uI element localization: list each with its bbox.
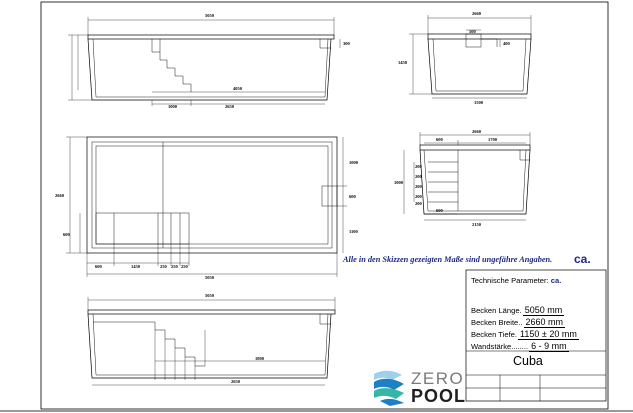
dim-section-step-4: 200: [415, 194, 423, 199]
dim-plan-left-mid: 600: [63, 232, 71, 237]
dim-section-step-2: 200: [415, 174, 423, 179]
top-elevation-view: [68, 17, 341, 106]
dim-front-height: 1450: [398, 60, 408, 65]
dim-section-step-depth: 600: [436, 208, 444, 213]
dim-section-step-5: 200: [415, 201, 423, 206]
dim-top-steps-base: 2650: [225, 104, 235, 109]
param-dots: .: [519, 306, 522, 315]
param-value: 6 - 9 mm: [529, 341, 569, 352]
zero-pool-logo-icon: [374, 370, 404, 406]
dim-side-length: 5050: [205, 293, 215, 298]
dim-plan-total: 5050: [205, 275, 215, 280]
param-dots: ........: [511, 342, 529, 351]
zero-pool-logo: ZERO POOL: [371, 369, 471, 408]
param-row-length: Becken Länge.5050 mm: [471, 305, 565, 316]
dim-plan-seg-4: 250: [171, 264, 179, 269]
param-label: Becken Tiefe: [471, 330, 515, 339]
technical-parameters: Technische Parameter: ca. Becken Länge.5…: [467, 272, 606, 372]
dim-side-bottom-total: 2650: [231, 379, 241, 384]
param-label: Becken Breite: [471, 318, 519, 327]
dim-front-bottom: 1500: [474, 100, 484, 105]
front-view: [409, 15, 532, 99]
param-label: Becken Länge: [471, 306, 520, 315]
brand-mark: ca.: [574, 252, 591, 266]
param-dots: ..: [518, 318, 523, 327]
param-value: 1150 ± 20 mm: [518, 329, 579, 340]
dim-plan-right-top: 1000: [349, 160, 359, 165]
dim-section-width: 2660: [472, 129, 482, 134]
side-view: [87, 297, 336, 386]
param-row-wall: Wandstärke........6 - 9 mm: [471, 341, 569, 352]
dim-section-bottom: 2150: [472, 222, 482, 227]
param-dots: .: [514, 330, 518, 339]
param-label: Wandstärke: [471, 342, 512, 351]
dim-section-step-1: 200: [415, 164, 423, 169]
plan-view: [66, 136, 347, 277]
param-value: 2660 mm: [523, 317, 566, 328]
params-title: Technische Parameter: ca.: [471, 276, 561, 285]
dim-section-height: 1000: [394, 180, 404, 185]
dim-plan-seg-2: 1450: [131, 264, 141, 269]
logo-word-pool: POOL: [411, 386, 467, 406]
param-row-depth: Becken Tiefe.1150 ± 20 mm: [471, 329, 579, 340]
param-value: 5050 mm: [522, 305, 565, 316]
dim-section-top-right: 1700: [488, 137, 498, 142]
dim-front-width: 2660: [472, 11, 482, 16]
dim-plan-seg-5: 250: [181, 264, 189, 269]
dim-plan-seg-1: 600: [95, 264, 103, 269]
approximate-dimensions-note: Alle in den Skizzen gezeigten Maße sind …: [343, 255, 553, 264]
dim-plan-seg-3: 250: [160, 264, 168, 269]
params-title-text: Technische Parameter:: [471, 276, 549, 285]
dim-top-right-width: 300: [343, 41, 351, 46]
dim-section-step-3: 200: [415, 184, 423, 189]
dim-plan-right-mid: 600: [349, 194, 357, 199]
model-name: Cuba: [513, 354, 543, 368]
dim-top-steps-left: 1000: [168, 104, 178, 109]
params-title-mark: ca.: [550, 276, 562, 285]
dim-side-bottom-mid: 1800: [255, 356, 265, 361]
sheet-frame: [40, 1, 609, 410]
param-row-width: Becken Breite..2660 mm: [471, 317, 566, 328]
dim-plan-right-bottom: 1100: [349, 229, 359, 234]
dim-front-notch: 500: [469, 29, 477, 34]
dim-plan-left-height: 2660: [55, 193, 65, 198]
dim-front-side-depth: 400: [503, 41, 511, 46]
logo-word-zero: ZERO: [411, 369, 465, 388]
dim-top-step-run: 4050: [233, 86, 243, 91]
section-view: [403, 132, 531, 221]
dim-section-top-left: 600: [436, 137, 444, 142]
dim-top-length: 5050: [205, 13, 215, 18]
